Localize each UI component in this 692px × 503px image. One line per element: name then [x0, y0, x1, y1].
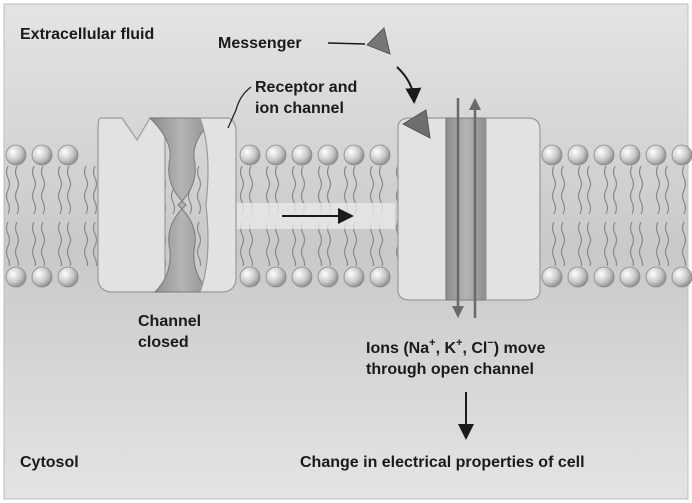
ion-arrow-down-head — [452, 306, 464, 318]
ions-label-k: , K — [435, 340, 457, 357]
bound-messenger — [401, 109, 431, 139]
open-channel-pore — [445, 117, 487, 301]
inner-phospholipid-head — [239, 266, 261, 288]
outer-phospholipid-head — [31, 144, 53, 166]
outer-phospholipid-head — [5, 144, 27, 166]
channel-closed-label: Channel closed — [138, 313, 202, 351]
outer-phospholipid-head — [619, 144, 641, 166]
inner-phospholipid-head — [317, 266, 339, 288]
ions-label-cl: , Cl — [462, 340, 488, 357]
inner-phospholipid-head — [5, 266, 27, 288]
change-label: Change in electrical properties of cell — [300, 454, 585, 471]
inner-phospholipid-head — [593, 266, 615, 288]
outer-phospholipid-head — [541, 144, 563, 166]
sodium-charge: + — [429, 336, 436, 349]
outer-phospholipid-head — [57, 144, 79, 166]
closed-channel-left-subunit — [97, 117, 166, 293]
outer-phospholipid-head — [343, 144, 365, 166]
inner-phospholipid-head — [57, 266, 79, 288]
inner-phospholipid-head — [567, 266, 589, 288]
closed-channel-right-subunit — [199, 117, 237, 293]
closed-channel — [97, 117, 237, 293]
messenger-label: Messenger — [218, 35, 302, 52]
ions-label-line2: through open channel — [366, 361, 534, 378]
inner-phospholipid-head — [671, 266, 692, 288]
ions-label-prefix: Ions (Na — [366, 340, 430, 357]
inner-phospholipid-head — [265, 266, 287, 288]
outer-phospholipid-head — [567, 144, 589, 166]
outer-phospholipid-head — [369, 144, 391, 166]
outer-phospholipid-head — [317, 144, 339, 166]
chloride-charge: − — [487, 336, 494, 349]
ion-arrow-up-head — [469, 98, 481, 110]
potassium-charge: + — [456, 336, 463, 349]
inner-phospholipid-head — [369, 266, 391, 288]
extracellular-label: Extracellular fluid — [20, 26, 155, 43]
inner-phospholipid-head — [291, 266, 313, 288]
outer-phospholipid-head — [265, 144, 287, 166]
outer-phospholipid-head — [593, 144, 615, 166]
open-channel-left-subunit — [397, 117, 447, 301]
phospholipid-heads — [5, 144, 692, 288]
inner-phospholipid-head — [541, 266, 563, 288]
inner-phospholipid-head — [645, 266, 667, 288]
inner-phospholipid-head — [343, 266, 365, 288]
open-channel-right-subunit — [485, 117, 541, 301]
outer-phospholipid-head — [645, 144, 667, 166]
receptor-leader-line — [227, 86, 252, 129]
inner-phospholipid-head — [31, 266, 53, 288]
ions-label-suffix: ) move — [493, 340, 546, 357]
binding-arrow — [396, 66, 422, 104]
outer-phospholipid-head — [239, 144, 261, 166]
outer-phospholipid-head — [671, 144, 692, 166]
messenger-icon — [366, 27, 391, 55]
inner-phospholipid-head — [619, 266, 641, 288]
messenger-leader-line — [327, 42, 366, 45]
outer-phospholipid-head — [291, 144, 313, 166]
receptor-label: Receptor and ion channel — [255, 79, 358, 117]
ions-label: Ions (Na+, K+, Cl−) move — [366, 336, 546, 359]
cytosol-label: Cytosol — [20, 454, 79, 471]
open-channel — [397, 98, 541, 318]
